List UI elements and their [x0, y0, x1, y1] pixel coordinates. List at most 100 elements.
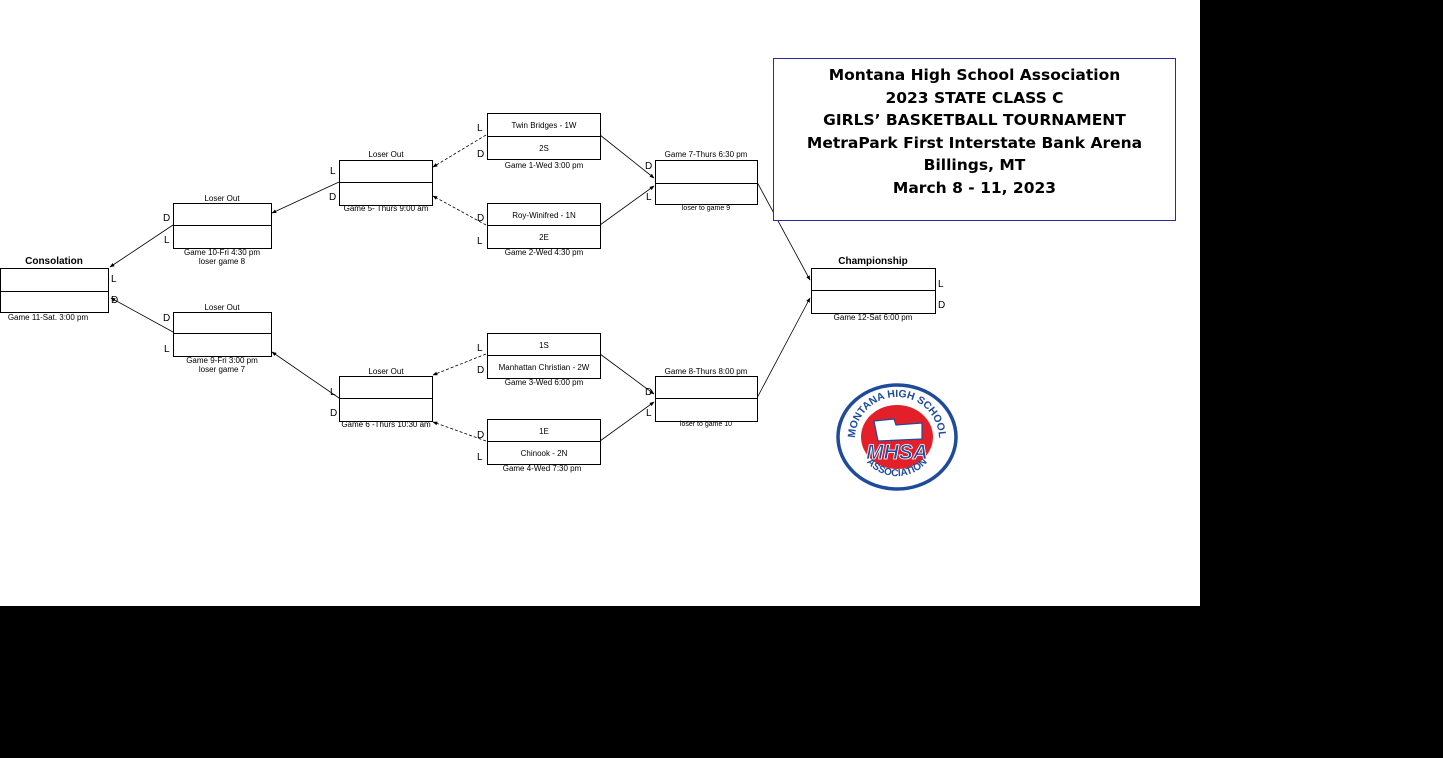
title-line-class: 2023 STATE CLASS C	[885, 88, 1064, 107]
line-g2-loser-to-g5	[432, 195, 487, 226]
line-g10-to-g11	[109, 224, 174, 268]
game9-caption-2: loser game 7	[198, 365, 246, 374]
line-g5-to-g10	[271, 181, 340, 214]
game7-caption: loser to game 9	[681, 205, 731, 212]
game12-bottom-mark: D	[938, 300, 946, 311]
game11-header: Consolation	[25, 256, 83, 267]
line-g1-to-g7	[599, 134, 655, 179]
logo-center-text: MHSA	[866, 441, 928, 464]
game11-bottom-mark: D	[111, 295, 119, 306]
title-line-venue: MetraPark First Interstate Bank Arena	[806, 133, 1143, 152]
game6-caption: Game 6 -Thurs 10:30 am	[341, 420, 431, 429]
game10-caption-1: Game 10-Fri 4:30 pm	[183, 248, 261, 257]
game5-caption: Game 5- Thurs 9:00 am	[343, 204, 429, 213]
game10-bottom-mark: L	[164, 235, 170, 246]
game12-bottom-slot	[811, 290, 936, 314]
game9-bottom-slot	[173, 333, 272, 357]
game6-bottom-mark: D	[330, 408, 338, 419]
line-g2-to-g7	[599, 185, 655, 226]
game1-bottom-slot: 2S	[487, 136, 601, 160]
game12-header: Championship	[838, 256, 908, 267]
game3-top-slot: 1S	[487, 333, 601, 357]
game6-top-mark: L	[330, 387, 336, 398]
game9-top-slot	[173, 312, 272, 334]
game4-top-team: 1E	[539, 426, 549, 436]
game5-top-mark: L	[330, 166, 336, 177]
game2-top-team: Roy-Winifred - 1N	[512, 210, 576, 220]
game6-header: Loser Out	[368, 367, 404, 376]
game9-top-mark: D	[163, 313, 171, 324]
game1-top-mark: L	[477, 123, 483, 134]
game4-bottom-team: Chinook - 2N	[520, 448, 568, 458]
game8-bottom-slot	[655, 398, 758, 422]
game10-bottom-slot	[173, 225, 272, 249]
title-line-tournament: GIRLS’ BASKETBALL TOURNAMENT	[823, 111, 1126, 129]
game6-bottom-slot	[339, 398, 433, 422]
game3-top-team: 1S	[539, 340, 549, 350]
game8-caption: loser to game 10	[679, 421, 733, 428]
game9-caption-1: Game 9-Fri 3:00 pm	[186, 356, 258, 365]
game2-bottom-team: 2E	[539, 232, 549, 242]
title-line-association: Montana High School Association	[828, 66, 1121, 84]
game9-bottom-mark: L	[164, 344, 170, 355]
game4-bottom-mark: L	[477, 452, 483, 463]
game10-caption-2: loser game 8	[198, 257, 246, 266]
line-g4-to-g8	[599, 401, 655, 442]
game1-bottom-team: 2S	[539, 143, 549, 153]
line-g8-to-g12	[756, 297, 811, 399]
game1-top-team: Twin Bridges - 1W	[511, 120, 577, 130]
game7-header: Game 7-Thurs 6:30 pm	[664, 150, 748, 159]
game10-top-mark: D	[163, 213, 171, 224]
line-g1-loser-to-g5	[432, 134, 487, 168]
game8-bottom-mark: L	[646, 408, 652, 419]
line-g4-loser-to-g6	[432, 421, 487, 442]
game4-caption: Game 4-Wed 7:30 pm	[502, 464, 582, 473]
title-line-city: Billings, MT	[923, 156, 1026, 174]
game4-bottom-slot: Chinook - 2N	[487, 441, 601, 465]
line-g3-loser-to-g6	[432, 353, 487, 376]
game3-bottom-team: Manhattan Christian - 2W	[498, 362, 590, 372]
game7-top-mark: D	[645, 161, 653, 172]
game3-bottom-mark: D	[477, 365, 485, 376]
game12-top-mark: L	[938, 279, 944, 290]
bracket-lines	[109, 134, 811, 442]
game3-top-mark: L	[477, 343, 483, 354]
game8-top-mark: D	[645, 387, 653, 398]
game7-bottom-slot	[655, 183, 758, 205]
line-g9-to-g11	[110, 297, 174, 333]
line-g3-to-g8	[599, 353, 655, 395]
game1-top-slot: Twin Bridges - 1W	[487, 113, 601, 137]
game8-header: Game 8-Thurs 8:00 pm	[664, 367, 748, 376]
game5-top-slot	[339, 160, 433, 184]
game2-caption: Game 2-Wed 4:30 pm	[504, 248, 584, 257]
game7-top-slot	[655, 160, 758, 184]
game11-top-slot	[0, 268, 109, 292]
game6-top-slot	[339, 376, 433, 400]
game5-bottom-mark: D	[329, 192, 337, 203]
game11-top-mark: L	[111, 274, 117, 285]
game11-caption: Game 11-Sat. 3:00 pm	[7, 313, 89, 322]
line-g7-to-g12	[756, 181, 811, 281]
game8-top-slot	[655, 376, 758, 400]
game12-top-slot	[811, 268, 936, 292]
game12-caption: Game 12-Sat 6:00 pm	[833, 313, 913, 322]
game3-caption: Game 3-Wed 6:00 pm	[504, 378, 584, 387]
bracket-sheet: Twin Bridges - 1W 2S Game 1-Wed 3:00 pm …	[0, 0, 1200, 606]
game7-bottom-mark: L	[646, 192, 652, 203]
game4-top-mark: D	[477, 430, 485, 441]
game3-bottom-slot: Manhattan Christian - 2W	[487, 355, 601, 379]
game2-top-slot: Roy-Winifred - 1N	[487, 203, 601, 227]
game2-top-mark: D	[477, 213, 485, 224]
game5-header: Loser Out	[368, 150, 404, 159]
game4-top-slot: 1E	[487, 419, 601, 443]
game10-header: Loser Out	[204, 194, 240, 203]
title-line-dates: March 8 - 11, 2023	[892, 178, 1057, 197]
game1-bottom-mark: D	[477, 149, 485, 160]
tournament-title-box: Montana High School Association 2023 STA…	[773, 58, 1176, 221]
game1-caption: Game 1-Wed 3:00 pm	[504, 161, 584, 170]
game9-header: Loser Out	[204, 303, 240, 312]
game5-bottom-slot	[339, 182, 433, 206]
line-g6-to-g9	[271, 351, 340, 399]
game10-top-slot	[173, 203, 272, 227]
game11-bottom-slot	[0, 291, 109, 313]
